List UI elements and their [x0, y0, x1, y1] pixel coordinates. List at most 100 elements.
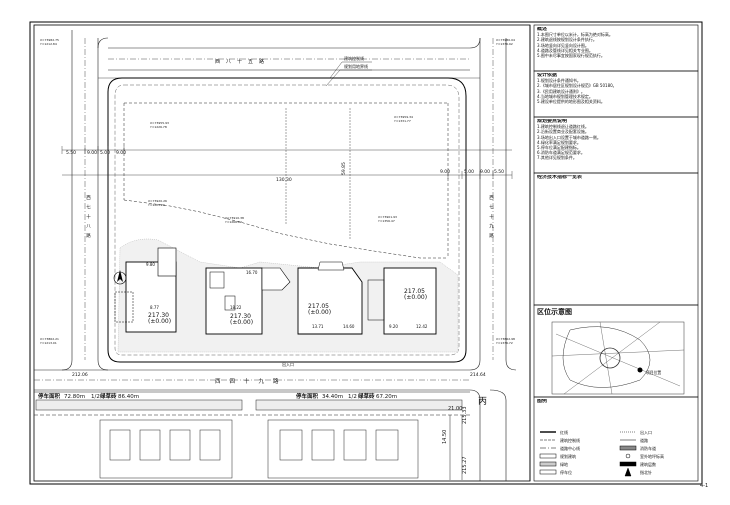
svg-text:X=73862.21: X=73862.21 — [40, 337, 59, 341]
north-road — [98, 47, 480, 79]
legend-labels-left: 红线 建筑控制线 道路中心线 规划建筑 绿地 停车位 — [560, 429, 616, 479]
legend-item: 建筑层数 — [640, 462, 656, 467]
spot-elev-se2: 215.27 — [462, 457, 468, 475]
legend-item: 停车位 — [560, 470, 572, 475]
setback-c: 5.00 — [100, 150, 110, 156]
length-main: 130.30 — [276, 177, 292, 183]
legend-swatches — [539, 431, 637, 477]
svg-text:86.40m: 86.40m — [118, 394, 139, 400]
svg-text:Y=1226.78: Y=1226.78 — [150, 125, 167, 129]
setback-h: 5.50 — [494, 169, 504, 175]
svg-text:Y=1225.20: Y=1225.20 — [148, 203, 165, 207]
spot-elev-east: 214.64 — [470, 372, 486, 378]
svg-text:1/2: 1/2 — [348, 394, 357, 400]
location-label: 项目位置 — [646, 370, 661, 375]
legend-item: 规划建筑 — [560, 454, 576, 459]
design-basis-line: 2.《城市居住区规划设计规范》GB 50180。 — [537, 83, 617, 89]
svg-text:Y=1331.77: Y=1331.77 — [394, 119, 411, 123]
general-note-line: 3.场地竖向详见竖向设计图。 — [537, 42, 589, 48]
svg-text:绿草砖: 绿草砖 — [100, 392, 117, 400]
design-basis-panel: 设计依据 1.规划设计条件通知书。 2.《城市居住区规划设计规范》GB 5018… — [537, 73, 695, 116]
planning-line: 1.建筑控制线退让道路红线。 — [537, 124, 589, 130]
building-3-zero: (±0.00) — [308, 309, 331, 316]
north-road-name: 西八十五路 — [215, 58, 270, 65]
svg-text:Y=1376.92: Y=1376.92 — [496, 42, 513, 46]
general-note-line: 1.本图尺寸单位以米计，标高为绝对标高。 — [537, 32, 613, 38]
building-1-elev: 217.30 — [148, 312, 169, 319]
east-road-name: 西七十九路 — [489, 195, 494, 243]
general-note-line: 5.图中未尽事宜按国家现行规范执行。 — [537, 53, 605, 59]
building-4-zero: (±0.00) — [404, 294, 427, 301]
svg-text:Y=1356.47: Y=1356.47 — [378, 219, 395, 223]
design-basis-line: 1.规划设计条件通知书。 — [537, 78, 581, 84]
setback-e: 9.00 — [440, 169, 450, 175]
svg-text:X=73955.93: X=73955.93 — [150, 121, 169, 125]
planning-line: 2.沿街设置商业及配套设施。 — [537, 129, 589, 135]
location-panel-title: 区位示意图 — [537, 308, 695, 320]
svg-text:Y=1212.84: Y=1212.84 — [40, 42, 57, 46]
boundary-callout — [325, 61, 372, 87]
legend-item: 红线 — [560, 430, 568, 435]
legend-labels-right: 出入口 道路 消防车道 室外地坪标高 建筑层数 指北针 — [640, 429, 696, 479]
indicator-panel: 经济技术指标一览表 — [537, 175, 695, 187]
building-4-dim-w: 9.20 — [389, 324, 398, 329]
building-1-dim-d: 8.77 — [150, 305, 159, 310]
page-mark: 4-1 — [700, 483, 709, 489]
planning-line: 7.其他详见规划条件。 — [537, 155, 577, 161]
svg-text:X=73862.98: X=73862.98 — [496, 337, 515, 341]
setback-a: 5.50 — [66, 150, 76, 156]
spot-elev-west: 212.06 — [72, 372, 88, 378]
parking-label-east: 停车面积 34.40m 1/2 绿草砖 67.20m — [296, 392, 397, 400]
courtyard-outline — [123, 102, 449, 259]
planning-line: 3.场地出入口设置于城市道路一侧。 — [537, 134, 601, 140]
svg-text:X=73901.93: X=73901.93 — [378, 215, 397, 219]
legend-item: 室外地坪标高 — [640, 454, 664, 459]
building-2-dim-d: 18.22 — [230, 305, 242, 310]
setback-d: 9.00 — [116, 150, 126, 156]
setback-b: 9.00 — [87, 150, 97, 156]
svg-text:X=73959.34: X=73959.34 — [394, 115, 413, 119]
building-4-dim-d: 12.42 — [416, 324, 428, 329]
planning-line: 4.绿化率满足规划要求。 — [537, 139, 581, 145]
design-basis-line: 3.《民用建筑设计通则》。 — [537, 88, 585, 94]
design-basis-title: 设计依据 — [537, 73, 558, 78]
title-column-boxes — [533, 24, 699, 482]
planning-line: 6.消防车道满足规范要求。 — [537, 150, 585, 156]
building-3 — [297, 261, 363, 335]
control-line — [114, 84, 460, 356]
sheet-outer-frame — [29, 21, 703, 485]
legend-item: 出入口 — [640, 430, 652, 435]
svg-text:Y=1376.72: Y=1376.72 — [496, 341, 513, 345]
general-note-line: 2.建筑退线按规划设计条件执行。 — [537, 37, 597, 43]
building-1-zero: (±0.00) — [148, 318, 171, 325]
location-map — [551, 321, 685, 395]
west-road-name: 西七十八路 — [86, 195, 91, 243]
location-title: 区位示意图 — [537, 308, 572, 316]
indicator-title: 经济技术指标一览表 — [537, 175, 583, 180]
svg-text:绿草砖: 绿草砖 — [358, 392, 375, 400]
building-2 — [205, 267, 291, 335]
svg-text:X=73980.04: X=73980.04 — [496, 38, 515, 42]
legend-item: 道路中心线 — [560, 446, 580, 451]
south-road-name: 西四十九路 — [215, 377, 288, 385]
east-road — [469, 37, 507, 360]
legend-item: 建筑控制线 — [560, 438, 580, 443]
east-gap-dim: 21.00 — [448, 406, 462, 412]
south-block-plan — [34, 391, 470, 480]
svg-text:34.40m: 34.40m — [322, 394, 343, 400]
green-belt — [117, 238, 459, 353]
setback-g: 9.00 — [480, 169, 490, 175]
svg-text:Y=1213.01: Y=1213.01 — [40, 341, 57, 345]
svg-text:Y=1266.02: Y=1266.02 — [225, 220, 242, 224]
general-note-line: 4.道路及管线详见相关专业图。 — [537, 47, 593, 53]
depth-main: 59.85 — [341, 162, 347, 175]
spot-elev-se1: 215.33 — [462, 407, 468, 425]
planning-notes-panel: 规划要点说明 1.建筑控制线退让道路红线。 2.沿街设置商业及配套设施。 3.场… — [537, 119, 695, 172]
svg-text:67.20m: 67.20m — [376, 394, 397, 400]
svg-text:X=73982.75: X=73982.75 — [40, 38, 59, 42]
planning-notes-title: 规划要点说明 — [537, 119, 568, 124]
planning-line-label: 规划用地界线 — [344, 63, 368, 69]
corner-block-mark: 丙 — [478, 396, 487, 407]
legend-item: 消防车道 — [640, 446, 656, 451]
